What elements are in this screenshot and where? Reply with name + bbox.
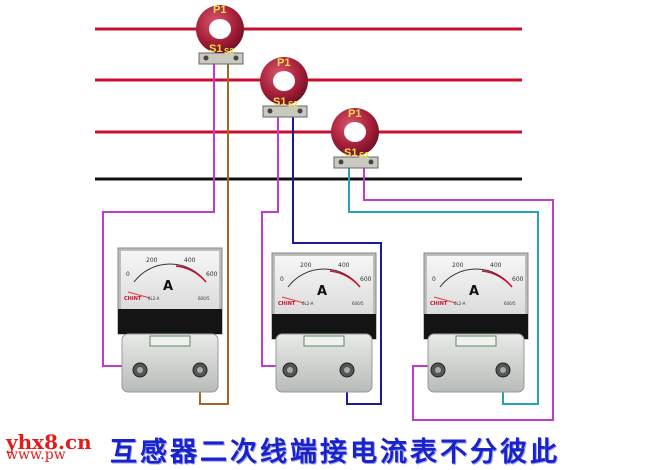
meter3-tick-1: 200 [452,262,464,269]
meter1-tick-3: 600 [206,271,218,278]
meter3-range: 600/5 [504,301,516,306]
current-transformer-1: P1 S1 S2 [196,4,244,65]
ammeter-1: 0 200 400 600 A CHINT 6L2-A 600/5 [117,247,223,335]
watermark-line1: yhx8.cn [6,430,92,454]
ammeter-1-base [121,333,219,393]
current-transformer-2: P1 S1 S2 [260,57,308,118]
ct3-s1-label: S1 [344,147,357,159]
meter3-tick-3: 600 [512,276,524,283]
meter2-tick-2: 400 [338,262,350,269]
ct2-s2-label: S2 [288,100,298,109]
ct3-s2-label: S2 [359,151,369,160]
ammeter-2: 0 200 400 600 A CHINT 6L2-A 600/5 [271,252,377,340]
meter3-tick-0: 0 [432,276,436,283]
meter3-tick-2: 400 [490,262,502,269]
meter1-range: 600/5 [198,296,210,301]
watermark-line2: www.pw [6,447,66,463]
ammeter-2-base [275,333,373,393]
wire-ct3-s1 [348,164,539,405]
meter3-brand: CHINT [430,301,448,307]
ct1-p1-label: P1 [213,4,226,16]
ct3-p1-label: P1 [348,108,361,120]
current-transformer-3: P1 S1 S2 [331,108,379,169]
meter2-tick-3: 600 [360,276,372,283]
meter2-brand: CHINT [278,301,296,307]
ct2-s1-label: S1 [273,96,286,108]
meter3-unit: A [469,284,479,299]
ammeter-3: 0 200 400 600 A CHINT 6L2-A 600/5 [423,252,529,340]
meter1-brand: CHINT [124,296,142,302]
wire-ct2-s2 [292,113,382,405]
meter1-tick-1: 200 [146,257,158,264]
wire-ct1-s1 [102,60,215,367]
meter2-tick-0: 0 [280,276,284,283]
wire-ct3-s2 [363,164,554,421]
meter2-model: 6L2-A [302,301,314,306]
meter1-model: 6L2-A [148,296,160,301]
meter2-tick-1: 200 [300,262,312,269]
meter1-tick-0: 0 [126,271,130,278]
ct1-s1-label: S1 [209,43,222,55]
wire-ct2-s1 [261,113,290,367]
diagram-caption: 互感器二次线端接电流表不分彼此 [110,437,560,468]
meter1-unit: A [163,279,173,294]
meter2-unit: A [317,284,327,299]
meter1-tick-2: 400 [184,257,196,264]
meter3-model: 6L2-A [454,301,466,306]
ct2-p1-label: P1 [277,57,290,69]
meter2-range: 600/5 [352,301,364,306]
ammeter-3-base [427,333,525,393]
ct1-s2-label: S2 [224,47,234,56]
